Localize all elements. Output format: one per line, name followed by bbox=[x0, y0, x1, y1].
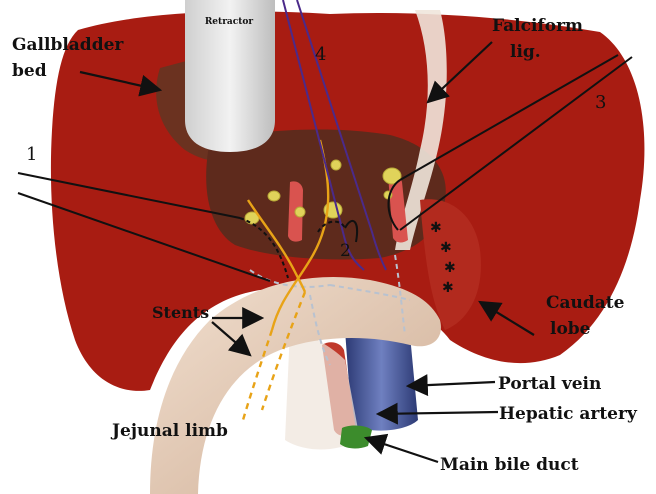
falciform-label-1: Falciform bbox=[492, 16, 583, 36]
svg-text:✱: ✱ bbox=[440, 240, 452, 256]
portal-vein-label: Portal vein bbox=[498, 374, 601, 394]
number-2: 2 bbox=[340, 241, 351, 261]
falciform-label-2: lig. bbox=[510, 42, 541, 62]
gallbladder-bed-label-1: Gallbladder bbox=[12, 35, 124, 55]
number-3: 3 bbox=[595, 92, 606, 113]
svg-text:✱: ✱ bbox=[442, 280, 454, 296]
caudate-label-1: Caudate bbox=[546, 293, 625, 313]
stents-label: Stents bbox=[152, 303, 209, 322]
jejunal-limb-label: Jejunal limb bbox=[110, 421, 228, 441]
number-1: 1 bbox=[26, 144, 37, 165]
number-4: 4 bbox=[315, 44, 326, 65]
caudate-label-2: lobe bbox=[550, 319, 591, 339]
main-bile-duct-label: Main bile duct bbox=[440, 455, 579, 475]
gallbladder-bed-label-2: bed bbox=[12, 61, 47, 81]
svg-text:✱: ✱ bbox=[430, 220, 442, 236]
main-bile-duct bbox=[340, 426, 372, 449]
svg-text:✱: ✱ bbox=[444, 260, 456, 276]
retractor-label: Retractor bbox=[205, 17, 254, 27]
hepatic-artery-label: Hepatic artery bbox=[499, 404, 638, 424]
